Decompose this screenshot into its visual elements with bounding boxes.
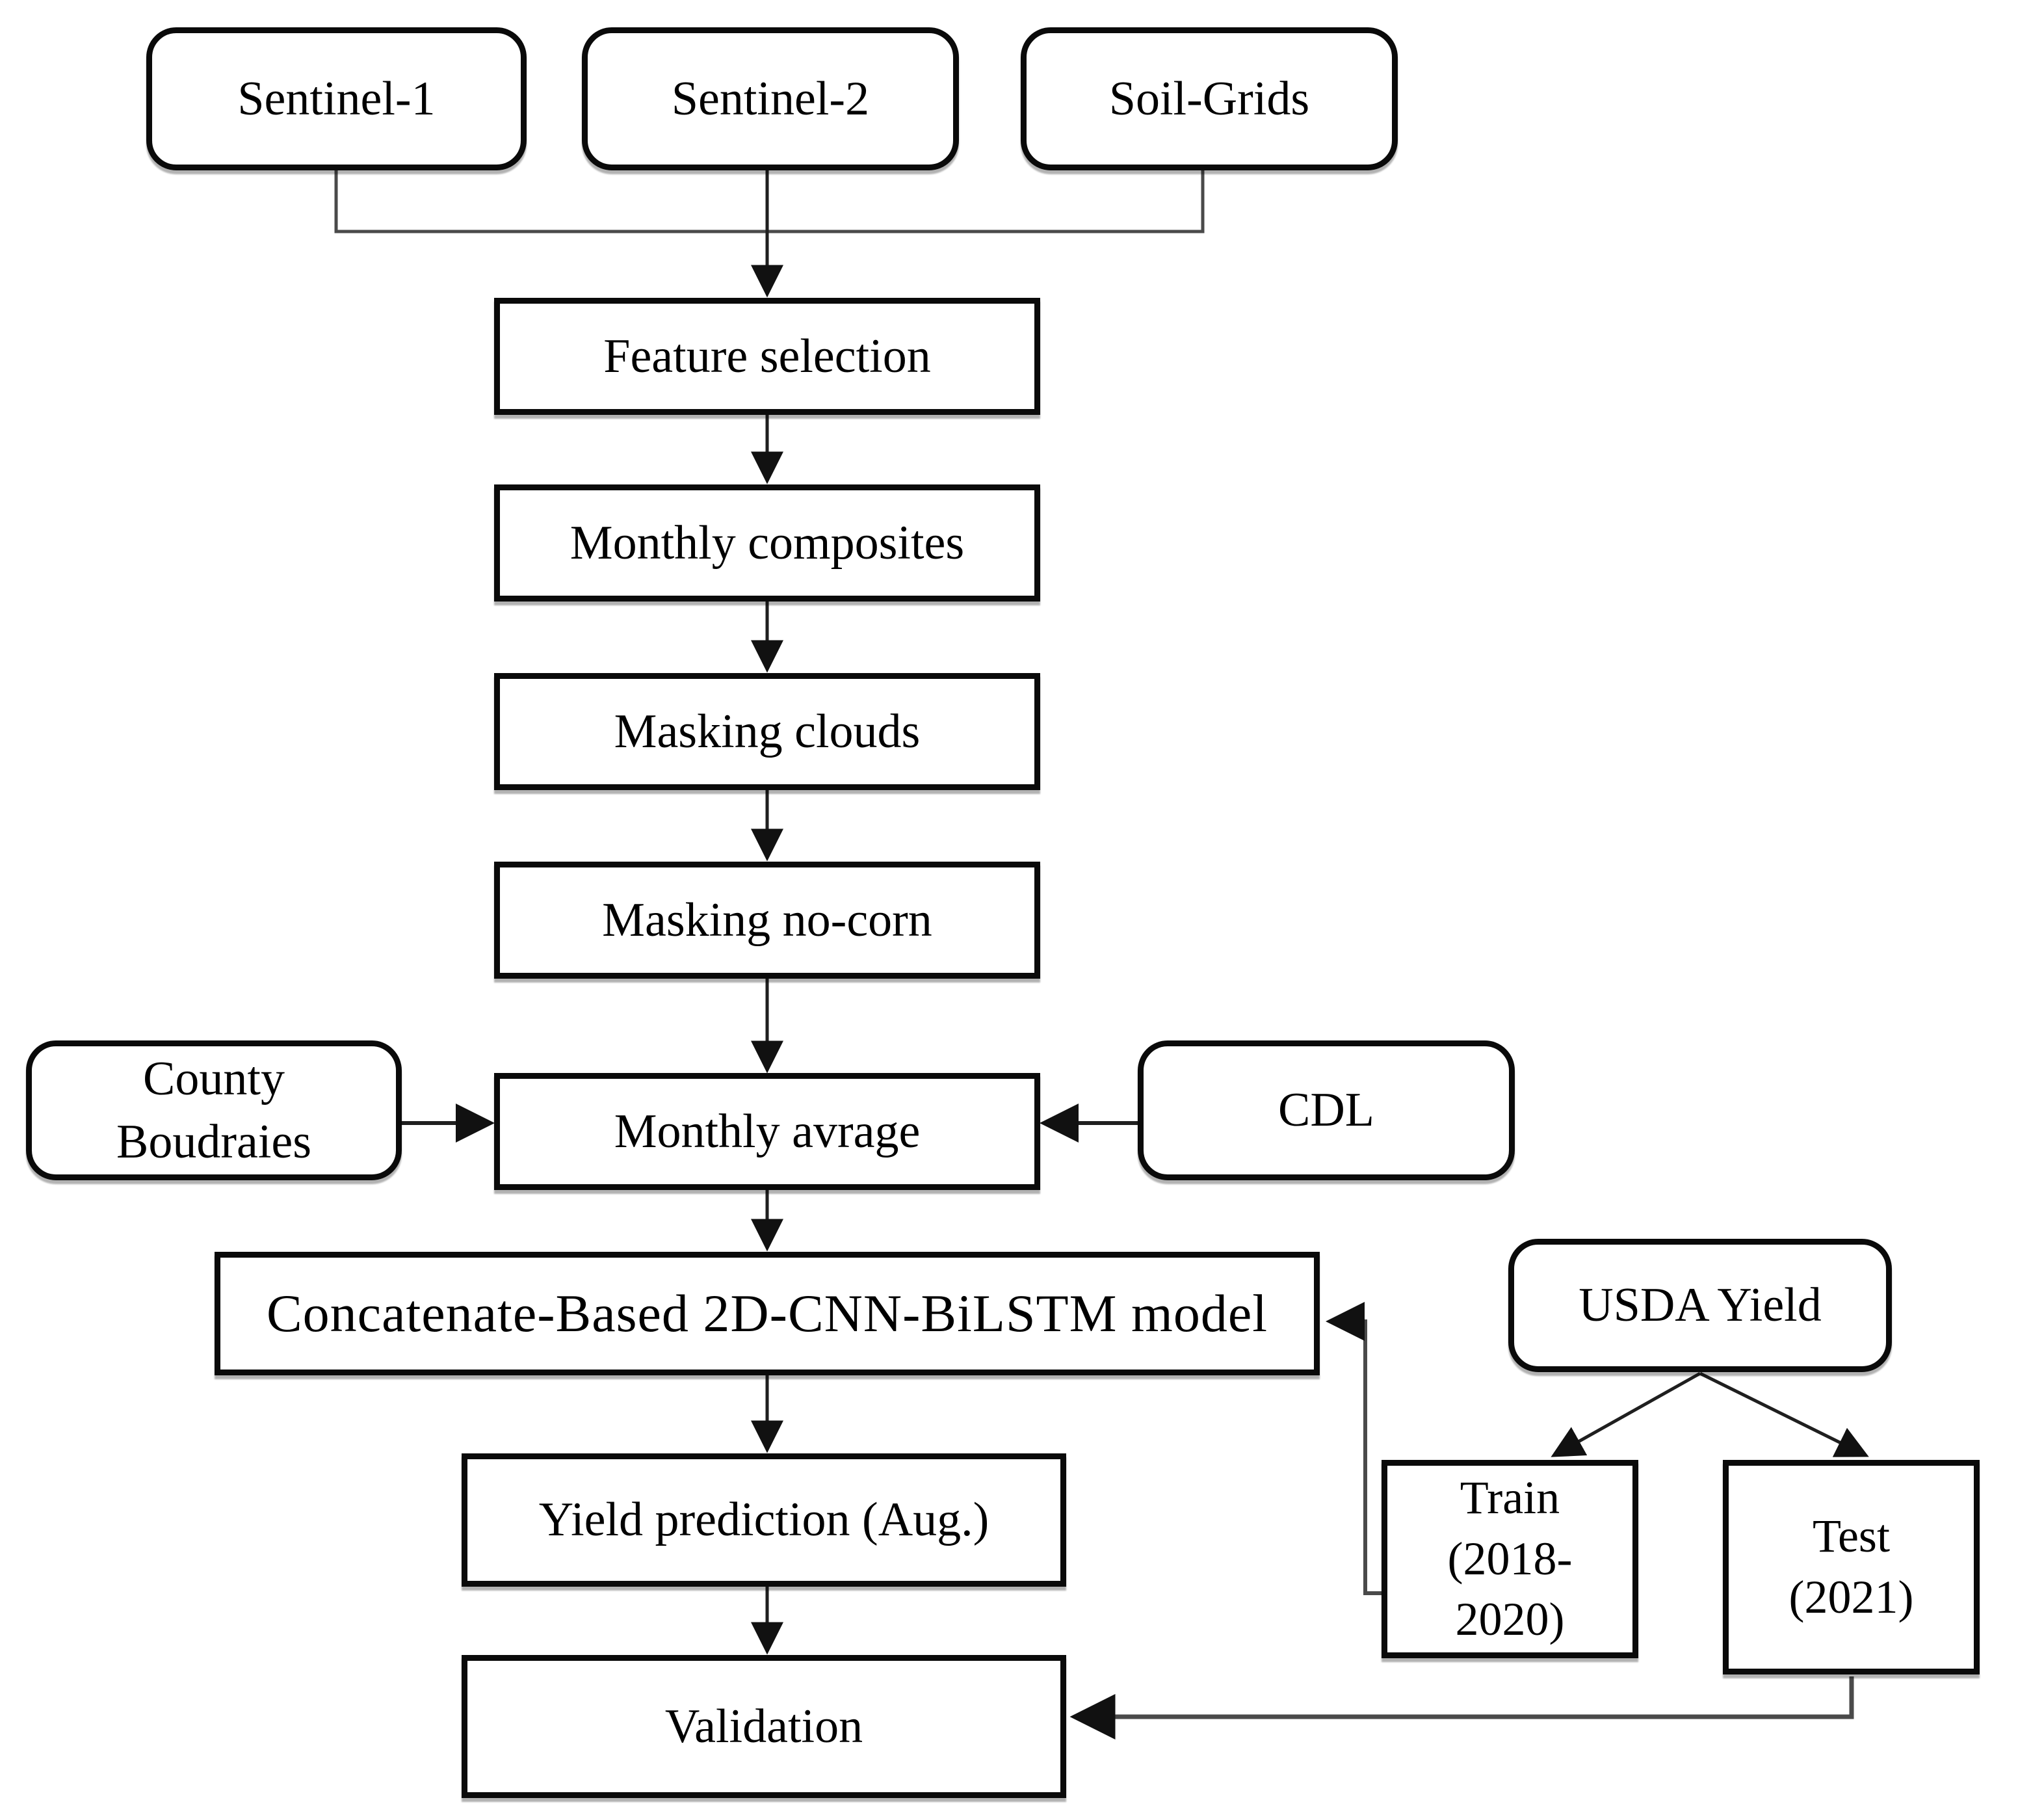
node-yield-prediction-label: Yield prediction (Aug.)	[538, 1493, 989, 1547]
node-soil-grids: Soil-Grids	[1021, 27, 1398, 170]
node-train: Train (2018- 2020)	[1382, 1460, 1638, 1658]
node-cdl: CDL	[1138, 1040, 1515, 1180]
edge-sources-merge	[334, 170, 1205, 233]
node-validation-label: Validation	[664, 1699, 863, 1753]
node-cnn-bilstm-model: Concatenate-Based 2D-CNN-BiLSTM model	[215, 1252, 1320, 1375]
node-test: Test (2021)	[1723, 1460, 1980, 1674]
edge-train-model	[1326, 1302, 1382, 1595]
node-sentinel-2-label: Sentinel-2	[671, 72, 870, 126]
node-sentinel-1: Sentinel-1	[146, 27, 527, 170]
node-cnn-bilstm-model-label: Concatenate-Based 2D-CNN-BiLSTM model	[266, 1283, 1268, 1343]
node-usda-yield-label: USDA Yield	[1579, 1278, 1822, 1332]
node-feature-selection-label: Feature selection	[603, 329, 931, 383]
node-sentinel-2: Sentinel-2	[582, 27, 959, 170]
node-monthly-average: Monthly avrage	[494, 1073, 1040, 1190]
node-masking-no-corn-label: Masking no-corn	[602, 893, 932, 947]
node-masking-clouds-label: Masking clouds	[614, 704, 921, 758]
edge-usda-yield-test	[1699, 1371, 1869, 1457]
node-monthly-composites-label: Monthly composites	[570, 516, 965, 570]
node-county-boundaries: County Boudraies	[26, 1040, 402, 1180]
node-monthly-composites: Monthly composites	[494, 484, 1040, 602]
node-yield-prediction: Yield prediction (Aug.)	[462, 1453, 1066, 1587]
node-cdl-label: CDL	[1278, 1083, 1374, 1137]
node-usda-yield: USDA Yield	[1508, 1239, 1892, 1372]
node-soil-grids-label: Soil-Grids	[1108, 72, 1310, 126]
node-sentinel-1-label: Sentinel-1	[237, 72, 436, 126]
node-monthly-average-label: Monthly avrage	[614, 1104, 921, 1158]
edge-usda-yield-train	[1551, 1371, 1701, 1457]
node-validation: Validation	[462, 1655, 1066, 1798]
node-feature-selection: Feature selection	[494, 298, 1040, 415]
node-county-boundaries-label: County Boudraies	[116, 1052, 312, 1169]
node-masking-clouds: Masking clouds	[494, 673, 1040, 790]
node-test-label: Test (2021)	[1788, 1510, 1914, 1623]
edge-test-validation	[1069, 1676, 1854, 1740]
node-masking-no-corn: Masking no-corn	[494, 862, 1040, 979]
node-train-label: Train (2018- 2020)	[1447, 1472, 1573, 1646]
